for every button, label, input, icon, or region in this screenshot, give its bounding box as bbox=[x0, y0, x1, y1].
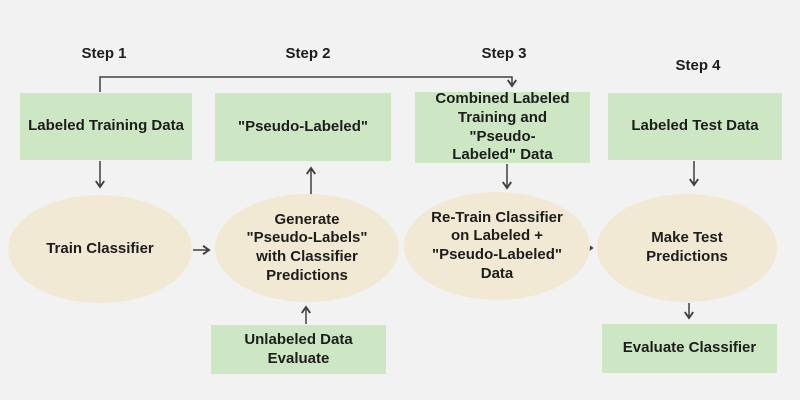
node-evaluate-classifier: Evaluate Classifier bbox=[602, 324, 777, 373]
node-retrain-classifier: Re-Train Classifier on Labeled + "Pseudo… bbox=[404, 192, 590, 300]
node-labeled-test-data: Labeled Test Data bbox=[608, 93, 782, 160]
step-label-4: Step 4 bbox=[675, 57, 721, 74]
node-generate-pseudo-labels: Generate "Pseudo-Labels" with Classifier… bbox=[215, 194, 399, 302]
node-make-test-predictions: Make Test Predictions bbox=[597, 194, 777, 302]
node-combined-labeled-data: Combined Labeled Training and "Pseudo- L… bbox=[415, 90, 590, 163]
node-pseudo-labeled: "Pseudo-Labeled" bbox=[215, 93, 391, 161]
step-label-3: Step 3 bbox=[481, 45, 527, 62]
step-label-1: Step 1 bbox=[81, 45, 127, 62]
node-unlabeled-data-evaluate: Unlabeled Data Evaluate bbox=[211, 325, 386, 374]
step-label-2: Step 2 bbox=[285, 45, 331, 62]
node-train-classifier: Train Classifier bbox=[8, 195, 192, 303]
node-labeled-training-data: Labeled Training Data bbox=[20, 93, 192, 160]
